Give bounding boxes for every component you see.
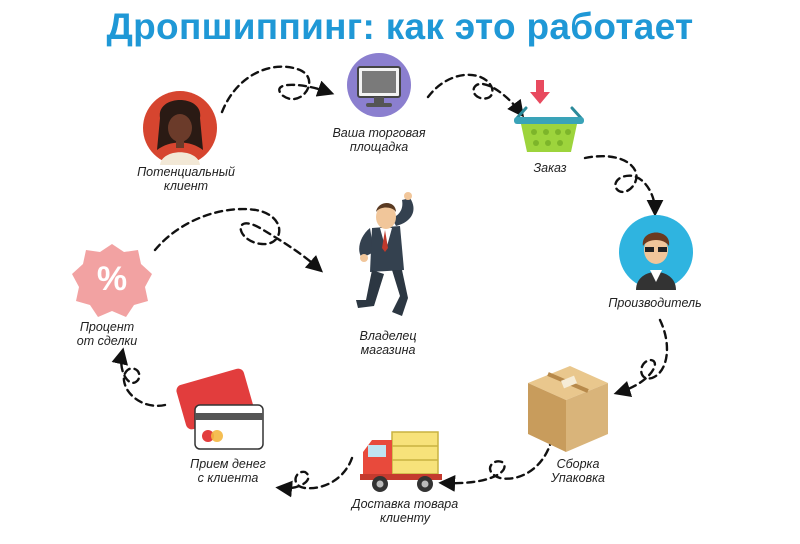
label-percent: Процент от сделки [62, 320, 152, 348]
businessman-icon [356, 192, 414, 316]
delivery-line1: Доставка товара [351, 497, 459, 511]
basket-icon [514, 80, 584, 152]
arrow-platform-to-order [426, 73, 525, 118]
box-icon [528, 366, 608, 452]
monitor-icon [347, 53, 411, 117]
packing-line2: Упаковка [551, 471, 605, 485]
arrow-manufacturer-to-packing [613, 318, 669, 398]
payment-line1: Прием денег [190, 457, 266, 471]
arrow-percent-to-owner [153, 207, 324, 273]
packing-line1: Сборка [556, 457, 600, 471]
owner-line1: Владелец [359, 329, 417, 343]
label-owner: Владелец магазина [338, 329, 438, 357]
flow-arrows [111, 65, 669, 498]
client-line2: клиент [163, 179, 209, 193]
page-title: Дропшиппинг: как это работает [106, 6, 694, 47]
owner-line2: магазина [360, 343, 416, 357]
percent-line1: Процент [79, 320, 135, 334]
truck-icon [360, 431, 442, 492]
percent-badge-icon: % [72, 244, 152, 317]
credit-card-icon [176, 368, 264, 450]
arrow-client-to-platform [220, 65, 335, 114]
platform-line1: Ваша торговая [332, 126, 426, 140]
payment-line2: с клиента [197, 471, 259, 485]
label-payment: Прием денег с клиента [178, 457, 278, 485]
arrow-order-to-manufacturer [583, 155, 664, 217]
order-line1: Заказ [533, 161, 567, 175]
client-line1: Потенциальный [137, 165, 235, 179]
label-order: Заказ [520, 161, 580, 175]
label-packing: Сборка Упаковка [538, 457, 618, 485]
arrow-delivery-to-payment [275, 456, 354, 498]
label-platform: Ваша торговая площадка [324, 126, 434, 154]
man-avatar-icon [619, 215, 693, 290]
arrow-packing-to-delivery [438, 436, 554, 492]
platform-line2: площадка [349, 140, 409, 154]
percent-line2: от сделки [76, 334, 138, 348]
label-client: Потенциальный клиент [126, 165, 246, 193]
delivery-line2: клиенту [379, 511, 431, 525]
woman-avatar-icon [143, 91, 217, 165]
arrow-payment-to-percent [111, 347, 167, 408]
percent-badge-text: % [97, 260, 127, 298]
label-manufacturer: Производитель [600, 296, 710, 310]
manufacturer-line1: Производитель [608, 296, 702, 310]
label-delivery: Доставка товара клиенту [340, 497, 470, 525]
